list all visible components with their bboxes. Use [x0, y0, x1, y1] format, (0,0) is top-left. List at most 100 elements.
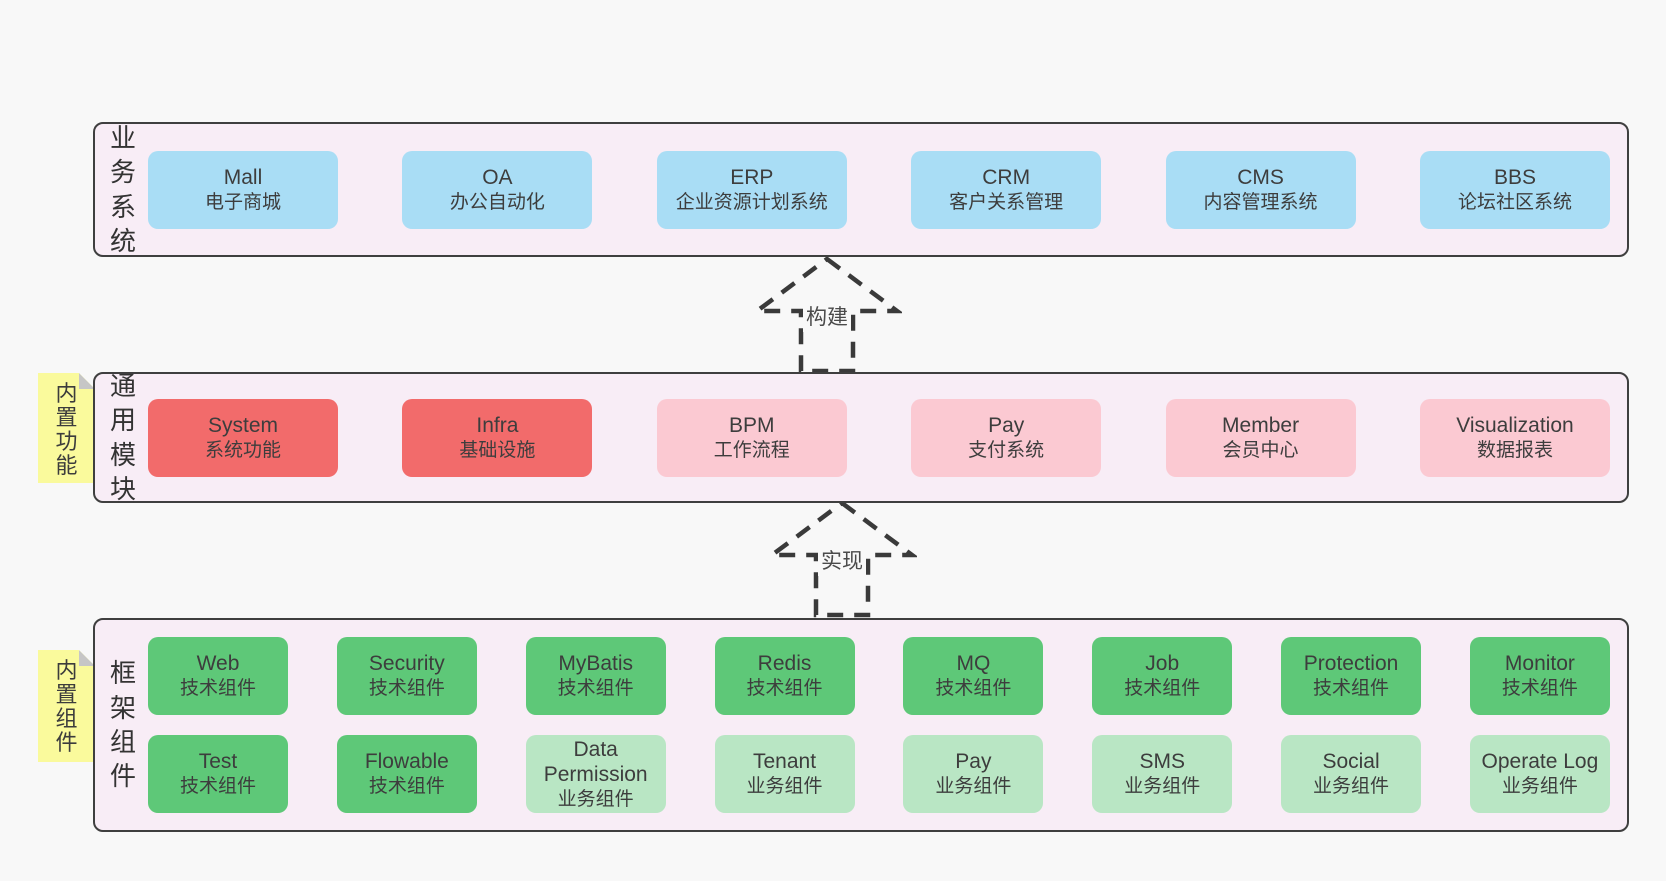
layer-label-business: 业务系统 — [109, 122, 136, 256]
sticky-note-label: 内置功能 — [55, 381, 78, 478]
box-subtitle: 业务组件 — [935, 776, 1012, 797]
box-subtitle: 业务组件 — [557, 788, 634, 810]
box-subtitle: 工作流程 — [713, 439, 790, 461]
dashed-up-arrow-implement: 实现 — [767, 500, 917, 618]
component-box-web: Web 技术组件 — [148, 637, 288, 715]
box-subtitle: 业务组件 — [746, 776, 823, 797]
box-title: Infra — [476, 413, 519, 437]
box-title: BBS — [1493, 165, 1536, 189]
component-box-mybatis: MyBatis 技术组件 — [525, 637, 666, 715]
dashed-up-arrow-build: 构建 — [752, 256, 902, 374]
sticky-note-label: 内置组件 — [55, 658, 78, 755]
box-title: ERP — [730, 165, 774, 189]
box-subtitle: 技术组件 — [1501, 678, 1578, 699]
box-title: Visualization — [1456, 413, 1574, 437]
box-title: Social — [1322, 750, 1380, 773]
box-subtitle: 技术组件 — [368, 678, 445, 699]
box-subtitle: 技术组件 — [746, 678, 823, 699]
arrow-label-build: 构建 — [803, 300, 851, 332]
component-box-test: Test 技术组件 — [148, 735, 288, 813]
component-box-redis: Redis 技术组件 — [714, 637, 855, 715]
box-subtitle: 电子商城 — [204, 191, 281, 213]
box-title: MQ — [956, 652, 991, 675]
component-box-job: Job 技术组件 — [1092, 637, 1233, 715]
layer-label-components: 框架组件 — [109, 658, 136, 792]
box-subtitle: 业务组件 — [1124, 776, 1201, 797]
box-subtitle: 企业资源计划系统 — [675, 191, 828, 213]
box-subtitle: 系统功能 — [204, 439, 281, 461]
sticky-note-builtin-components: 内置组件 — [38, 650, 95, 762]
box-title: Flowable — [364, 750, 449, 773]
box-subtitle: 技术组件 — [935, 678, 1012, 699]
box-title: Web — [196, 652, 240, 675]
box-title: System — [207, 413, 278, 437]
box-subtitle: 基础设施 — [459, 439, 536, 461]
box-subtitle: 技术组件 — [1124, 678, 1201, 699]
box-title: CRM — [982, 165, 1031, 189]
box-title: Job — [1145, 652, 1180, 675]
box-title: Monitor — [1504, 652, 1575, 675]
box-title: Data Permission — [543, 737, 648, 786]
component-box-operate-log: Operate Log 业务组件 — [1469, 735, 1610, 813]
box-title: Mall — [223, 165, 263, 189]
box-subtitle: 客户关系管理 — [949, 191, 1064, 213]
box-title: MyBatis — [558, 652, 634, 675]
box-subtitle: 会员中心 — [1222, 439, 1299, 461]
box-title: Test — [198, 750, 238, 773]
box-subtitle: 数据报表 — [1476, 439, 1553, 461]
component-box-protection: Protection 技术组件 — [1281, 637, 1422, 715]
box-title: Protection — [1303, 652, 1399, 675]
box-subtitle: 业务组件 — [1313, 776, 1390, 797]
box-title: Redis — [757, 652, 812, 675]
box-title: Member — [1222, 413, 1300, 437]
up-block-arrow-icon — [752, 256, 902, 374]
box-title: BPM — [729, 413, 775, 437]
component-box-sms: SMS 业务组件 — [1092, 735, 1233, 813]
box-subtitle: 技术组件 — [1313, 678, 1390, 699]
sticky-note-builtin-features: 内置功能 — [38, 373, 95, 483]
box-title: Operate Log — [1481, 750, 1599, 773]
box-subtitle: 支付系统 — [968, 439, 1045, 461]
box-title: Pay — [955, 750, 992, 773]
box-subtitle: 业务组件 — [1501, 776, 1578, 797]
component-box-monitor: Monitor 技术组件 — [1469, 637, 1610, 715]
box-title: SMS — [1139, 750, 1185, 773]
component-box-mq: MQ 技术组件 — [903, 637, 1044, 715]
up-block-arrow-icon — [767, 500, 917, 618]
box-subtitle: 技术组件 — [179, 678, 256, 699]
component-box-social: Social 业务组件 — [1281, 735, 1422, 813]
box-subtitle: 技术组件 — [179, 776, 256, 797]
box-title: CMS — [1237, 165, 1284, 189]
box-subtitle: 技术组件 — [557, 678, 634, 699]
box-subtitle: 内容管理系统 — [1203, 191, 1318, 213]
component-box-pay: Pay 业务组件 — [903, 735, 1044, 813]
box-title: OA — [482, 165, 513, 189]
layer-label-modules: 通用模块 — [109, 370, 136, 504]
box-subtitle: 论坛社区系统 — [1457, 191, 1572, 213]
box-title: Pay — [988, 413, 1025, 437]
box-subtitle: 办公自动化 — [449, 191, 545, 213]
arrow-label-implement: 实现 — [818, 544, 866, 576]
